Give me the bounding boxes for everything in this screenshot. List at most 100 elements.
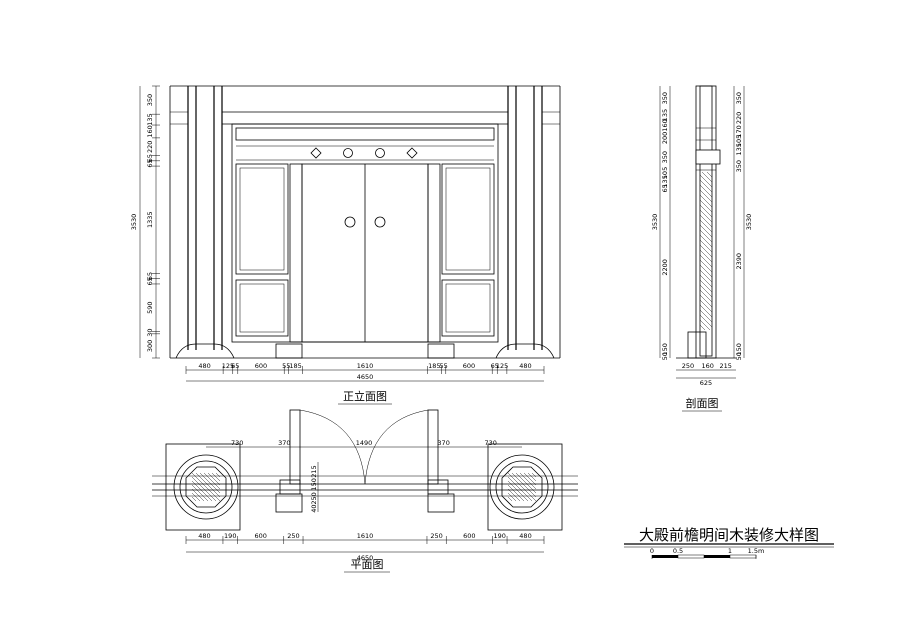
- section-left-dim-1: 135: [661, 109, 669, 121]
- elevation-bottom-dim-12: 480: [519, 362, 531, 370]
- plan-left-dim-2: 250: [310, 492, 318, 504]
- elevation-left-dim-11: 300: [146, 340, 154, 352]
- plan-bottom-dim-0: 480: [198, 532, 210, 540]
- elevation-left-dim-3: 220: [146, 141, 154, 153]
- scale-label-0: 0: [650, 547, 654, 555]
- left-upper-panel: [235, 163, 289, 275]
- section-sill-detail: [695, 149, 721, 165]
- plan-left-dim-0: 215: [310, 465, 318, 477]
- plan-left-dim-3: 40: [310, 504, 318, 512]
- plan-bottom-dim-7: 190: [494, 532, 506, 540]
- right-upper-panel: [441, 163, 495, 275]
- section-left-dim-0: 350: [661, 92, 669, 104]
- plan-top-dim-0: 730: [231, 439, 243, 447]
- plan-dimensions: [186, 446, 544, 553]
- elevation-dimensions: [139, 86, 544, 382]
- section-view: [676, 85, 736, 359]
- plan-bottom-dim-3: 250: [287, 532, 299, 540]
- circle-ornament-2: [375, 148, 385, 158]
- section-right-dim-6: 2390: [735, 253, 743, 270]
- section-left-dim-5: 105: [661, 167, 669, 179]
- elevation-view: [169, 85, 561, 359]
- plan-right-base: [487, 443, 563, 531]
- plan-bottom-dim-4: 1610: [357, 532, 374, 540]
- plan-bottom-dim-5: 250: [430, 532, 442, 540]
- plan-top-dim-2: 1490: [356, 439, 373, 447]
- section-view-title: 剖面图: [686, 396, 719, 410]
- door-knocker-left: [344, 216, 356, 228]
- left-sill-block: [275, 343, 303, 359]
- scale-label-3: 1.5m: [748, 547, 765, 555]
- scale-label-2: 1: [728, 547, 732, 555]
- section-bottom-dim-0: 250: [682, 362, 694, 370]
- section-right-dim-0: 350: [735, 92, 743, 104]
- section-left-dim-9: 150: [661, 343, 669, 355]
- elevation-bottom-dim-5: 185: [289, 362, 301, 370]
- right-column: [507, 86, 543, 350]
- elevation-bottom-dim-1: 125: [222, 362, 234, 370]
- right-sill-block: [427, 343, 455, 359]
- plan-view-title: 平面图: [351, 558, 384, 571]
- right-lower-panel: [441, 279, 495, 337]
- elevation-bottom-dim-10: 65: [491, 362, 499, 370]
- section-right-dim-5: 350: [735, 160, 743, 172]
- section-bottom-dim-2: 215: [719, 362, 731, 370]
- section-dimensions: [659, 86, 745, 379]
- plan-left-dim-1: 150: [310, 478, 318, 490]
- door-knocker-right: [374, 216, 386, 228]
- elevation-view-title: 正立面图: [343, 389, 387, 403]
- transom-panel: [235, 127, 495, 141]
- left-column-base: [175, 343, 235, 359]
- plan-top-dim-1: 370: [278, 439, 290, 447]
- scale-bar: [651, 554, 757, 559]
- plan-bottom-dim-1: 190: [224, 532, 236, 540]
- plan-bottom-dim-8: 480: [519, 532, 531, 540]
- plan-top-dim-4: 730: [485, 439, 497, 447]
- elevation-left-dim-5: 65: [146, 159, 154, 167]
- scale-label-1: 0.5: [673, 547, 683, 555]
- section-hatch: [699, 171, 713, 331]
- elevation-bottom-dim-8: 55: [440, 362, 448, 370]
- elevation-bottom-dim-4: 55: [282, 362, 290, 370]
- section-right-dim-8: 50: [735, 352, 743, 360]
- section-left-dim-3: 200: [661, 132, 669, 144]
- elevation-bottom-dim-2: 65: [231, 362, 239, 370]
- plan-left-base: [165, 443, 241, 531]
- elevation-left-dim-10: 30: [146, 329, 154, 337]
- diamond-ornament-right: [406, 147, 418, 159]
- elevation-bottom-dim-11: 125: [496, 362, 508, 370]
- section-total-width: 625: [700, 379, 712, 387]
- circle-ornament-1: [343, 148, 353, 158]
- plan-bottom-dim-2: 600: [254, 532, 266, 540]
- right-column-base: [495, 343, 555, 359]
- section-right-dim-1: 220: [735, 112, 743, 124]
- plan-left-column-outer: [173, 454, 239, 520]
- plan-right-door-swing: [364, 409, 429, 485]
- section-left-dim-2: 160: [661, 119, 669, 131]
- elevation-bottom-dim-7: 185: [428, 362, 440, 370]
- section-right-total: 3530: [745, 214, 753, 231]
- section-left-dim-7: 65: [661, 184, 669, 192]
- elevation-left-dim-1: 135: [146, 113, 154, 125]
- left-door-post: [289, 163, 303, 343]
- elevation-total-width: 4650: [357, 373, 374, 381]
- section-base-block: [687, 331, 707, 359]
- section-bottom-dim-1: 160: [701, 362, 713, 370]
- elevation-left-dim-9: 590: [146, 301, 154, 313]
- section-left-dim-8: 2200: [661, 259, 669, 276]
- section-column: [695, 85, 717, 359]
- elevation-bottom-dim-0: 480: [198, 362, 210, 370]
- right-door-post: [427, 163, 441, 343]
- plan-right-column-outer: [489, 454, 555, 520]
- section-left-dim-4: 350: [661, 151, 669, 163]
- section-right-dim-3: 105: [735, 135, 743, 147]
- section-right-dim-4: 135: [735, 143, 743, 155]
- plan-view: [152, 409, 578, 531]
